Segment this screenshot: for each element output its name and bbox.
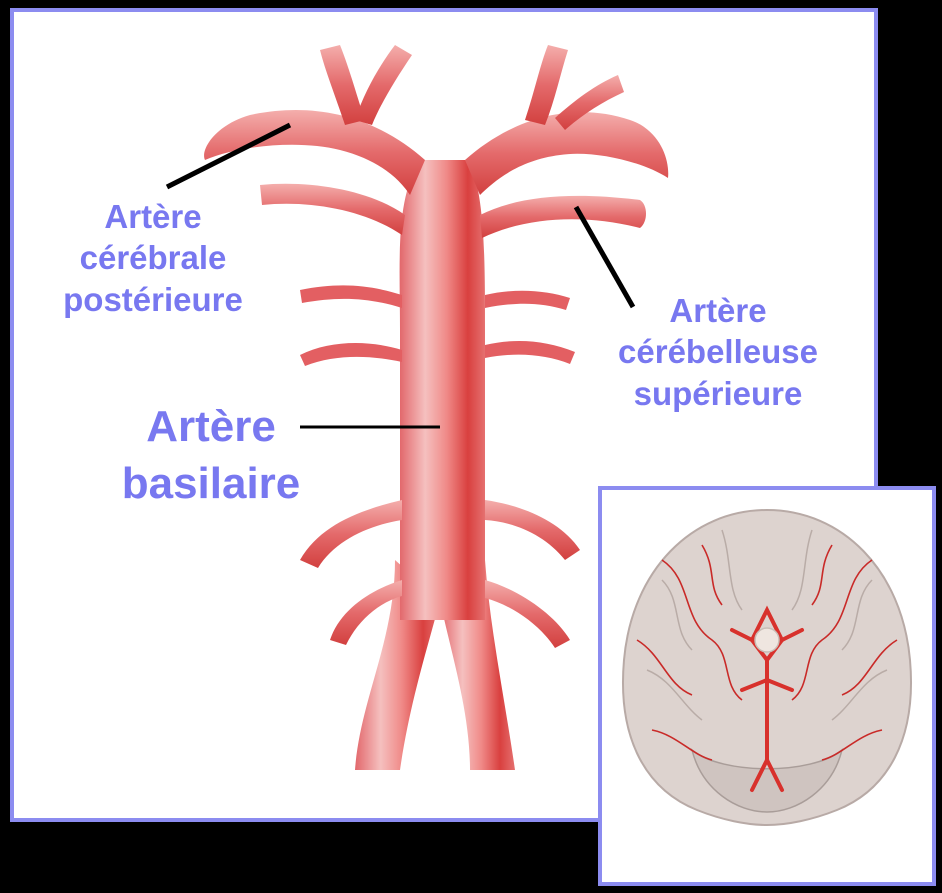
label-sca-line-1: Artère	[578, 290, 858, 331]
label-superior-cerebellar-artery: Artère cérébelleuse supérieure	[578, 290, 858, 414]
basilar-trunk	[400, 160, 485, 620]
label-basilar-line-2: basilaire	[100, 455, 322, 512]
label-pca-line-2: cérébrale	[28, 237, 278, 278]
label-pca-line-3: postérieure	[28, 279, 278, 320]
brain-inset-panel	[598, 486, 936, 886]
label-basilar-line-1: Artère	[100, 398, 322, 455]
label-sca-line-2: cérébelleuse	[578, 331, 858, 372]
label-pca-line-1: Artère	[28, 196, 278, 237]
brain-base-arteries-icon	[602, 490, 932, 882]
label-basilar-artery: Artère basilaire	[100, 398, 322, 512]
label-sca-line-3: supérieure	[578, 373, 858, 414]
label-posterior-cerebral-artery: Artère cérébrale postérieure	[28, 196, 278, 320]
